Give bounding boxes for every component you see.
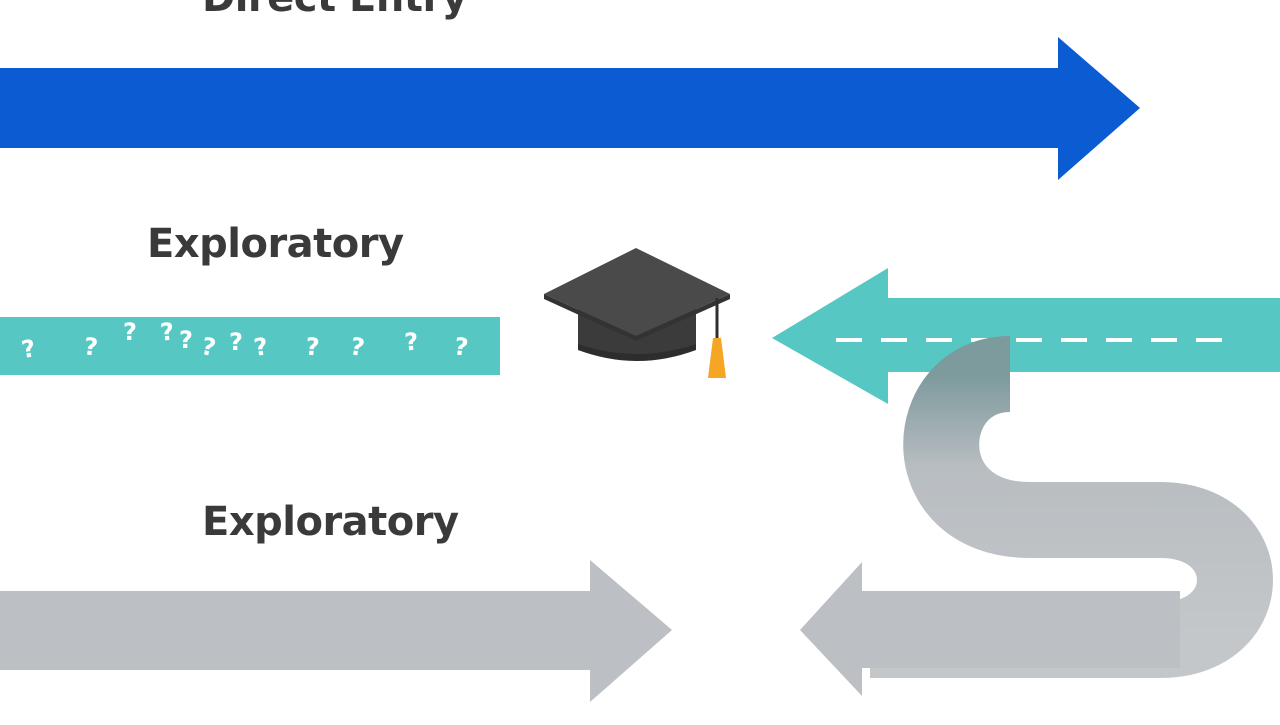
question-mark-marker: ? bbox=[252, 332, 270, 362]
exploratory-question-band bbox=[0, 317, 500, 375]
question-mark-marker: ? bbox=[348, 332, 367, 362]
exploratory-lower-arrow-left bbox=[800, 562, 1180, 696]
exploratory-lower-arrow-right bbox=[0, 560, 672, 702]
direct-entry-label: Direct Entry bbox=[202, 0, 468, 18]
question-mark-marker: ? bbox=[82, 332, 99, 361]
question-mark-marker: ? bbox=[452, 332, 470, 362]
question-mark-marker: ? bbox=[179, 326, 193, 354]
direct-entry-arrow bbox=[0, 37, 1140, 180]
question-mark-marker: ? bbox=[199, 332, 218, 362]
question-mark-marker: ? bbox=[123, 318, 137, 346]
question-mark-marker: ? bbox=[305, 333, 321, 362]
question-mark-marker: ? bbox=[159, 317, 176, 346]
winding-path-curve bbox=[870, 336, 1273, 678]
exploratory-upper-label: Exploratory bbox=[147, 221, 404, 267]
exploratory-return-arrow bbox=[772, 268, 1280, 404]
graduation-cap-icon bbox=[544, 248, 730, 378]
question-mark-marker: ? bbox=[229, 328, 243, 356]
exploratory-lower-label: Exploratory bbox=[202, 499, 459, 545]
question-mark-marker: ? bbox=[404, 328, 420, 357]
question-mark-markers: ???????????? bbox=[19, 317, 470, 364]
question-mark-marker: ? bbox=[19, 334, 38, 364]
